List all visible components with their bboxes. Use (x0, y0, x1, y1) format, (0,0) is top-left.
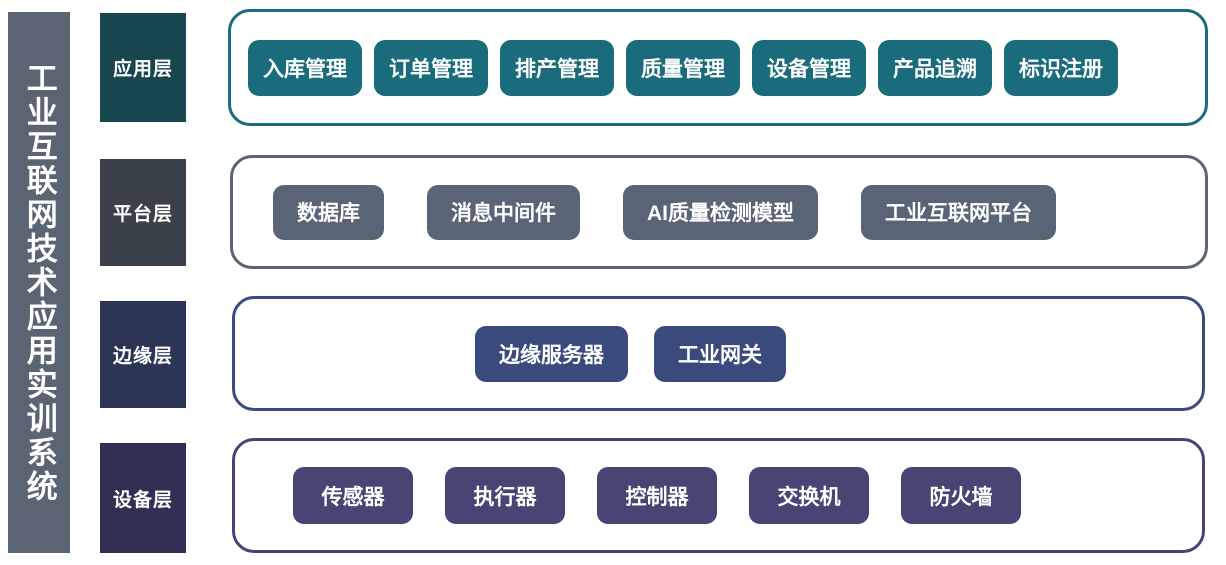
layer-label-device: 设备层 (100, 443, 186, 553)
node-device-4[interactable]: 防火墙 (901, 467, 1021, 524)
system-title-bar: 工业互联网技术应用实训系统 (8, 12, 70, 553)
node-device-0[interactable]: 传感器 (293, 467, 413, 524)
node-edge-1[interactable]: 工业网关 (654, 325, 786, 382)
node-device-3[interactable]: 交换机 (749, 467, 869, 524)
system-title-text: 工业互联网技术应用实训系统 (21, 61, 57, 504)
layer-label-platform: 平台层 (100, 159, 186, 266)
layer-container-application: 入库管理 订单管理 排产管理 质量管理 设备管理 产品追溯 标识注册 (228, 9, 1208, 126)
node-device-1[interactable]: 执行器 (445, 467, 565, 524)
node-application-0[interactable]: 入库管理 (248, 39, 362, 96)
layer-label-edge: 边缘层 (100, 301, 186, 408)
node-application-2[interactable]: 排产管理 (500, 39, 614, 96)
node-platform-1[interactable]: 消息中间件 (427, 184, 580, 240)
node-application-3[interactable]: 质量管理 (626, 39, 740, 96)
node-platform-3[interactable]: 工业互联网平台 (861, 184, 1056, 240)
node-platform-2[interactable]: AI质量检测模型 (623, 184, 818, 240)
layer-container-platform: 数据库 消息中间件 AI质量检测模型 工业互联网平台 (230, 155, 1208, 269)
node-application-4[interactable]: 设备管理 (752, 39, 866, 96)
node-platform-0[interactable]: 数据库 (273, 184, 384, 240)
node-device-2[interactable]: 控制器 (597, 467, 717, 524)
node-application-6[interactable]: 标识注册 (1004, 39, 1118, 96)
node-application-1[interactable]: 订单管理 (374, 39, 488, 96)
layer-label-application: 应用层 (100, 13, 186, 122)
node-edge-0[interactable]: 边缘服务器 (475, 325, 628, 382)
node-application-5[interactable]: 产品追溯 (878, 39, 992, 96)
layer-container-device: 传感器 执行器 控制器 交换机 防火墙 (232, 438, 1205, 553)
layer-container-edge: 边缘服务器 工业网关 (232, 296, 1205, 411)
